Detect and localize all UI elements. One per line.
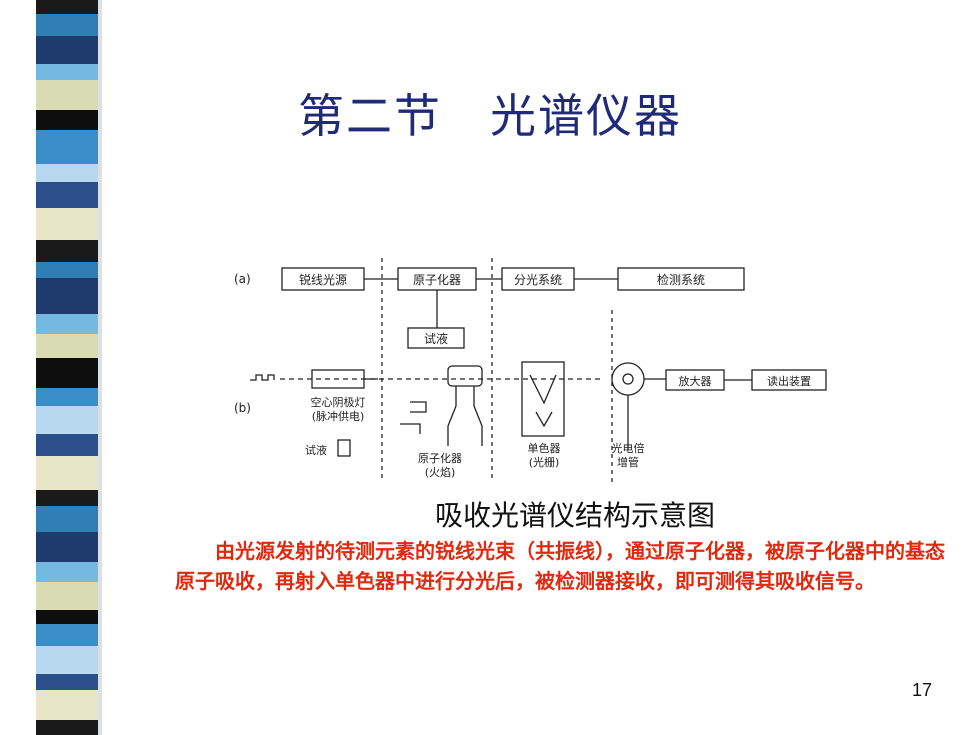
burner-head	[447, 365, 483, 387]
block-monochromator-label: 分光系统	[514, 273, 562, 287]
detector-label: 光电倍	[612, 441, 645, 455]
side-bar-strip	[36, 434, 98, 456]
side-bar-strip	[36, 562, 98, 582]
side-bar-strip	[36, 80, 98, 110]
pulse-symbol	[250, 374, 275, 381]
atomizer-label: 原子化器	[418, 451, 462, 465]
description-paragraph: 由光源发射的待测元素的锐线光束（共振线），通过原子化器，被原子化器中的基态原子吸…	[175, 539, 945, 593]
atomizer-note: (火焰)	[425, 465, 456, 479]
side-bar-strip	[36, 0, 98, 14]
readout-box	[751, 369, 827, 391]
monochromator-label: 单色器	[528, 441, 561, 455]
sample-cup	[337, 439, 351, 457]
sample-label: 试液	[305, 443, 327, 457]
grating-path	[529, 374, 557, 428]
side-bar-strip	[36, 164, 98, 182]
side-bar-strip	[36, 506, 98, 532]
side-bar-strip	[36, 36, 98, 64]
side-bar-strip	[36, 610, 98, 624]
nebulizer	[400, 401, 427, 434]
side-bar-strip	[36, 262, 98, 278]
side-bar-strip	[36, 624, 98, 646]
block-detector-label: 检测系统	[657, 272, 705, 287]
side-bar-strip	[36, 532, 98, 562]
amplifier-label: 放大器	[679, 374, 712, 388]
side-bar-strip	[36, 582, 98, 610]
block-sample-solution	[407, 327, 465, 349]
page-number: 17	[911, 680, 932, 700]
sample-solution-label: 试液	[424, 331, 448, 346]
side-bar-strip	[36, 278, 98, 314]
description-text: 由光源发射的待测元素的锐线光束（共振线），通过原子化器，被原子化器中的基态原子吸…	[175, 536, 947, 596]
side-bar-strip	[36, 334, 98, 358]
side-bar-strip	[36, 690, 98, 720]
side-bar-strip	[36, 14, 98, 36]
side-bar-strip	[36, 208, 98, 240]
absorption-spectrometer-diagram: (a) (b) 锐线光源 原子化器 分光系统 检测系统 试液 空心阴极灯 (脉冲…	[234, 258, 827, 482]
row-a-label: (a)	[234, 272, 251, 286]
side-bar-strip	[36, 674, 98, 690]
block-atomizer-label: 原子化器	[413, 273, 461, 287]
side-bar-strip	[36, 490, 98, 506]
side-bar-strip	[36, 388, 98, 406]
monochromator-box	[521, 361, 565, 437]
diagram-caption: 吸收光谱仪结构示意图	[434, 499, 715, 532]
slide-title: 第二节 光谱仪器	[298, 89, 682, 143]
side-bar-strip	[36, 456, 98, 490]
side-bar-strip	[36, 406, 98, 434]
lamp-note: (脉冲供电)	[312, 409, 365, 423]
side-bar-strip	[36, 64, 98, 80]
side-bar-strip	[36, 240, 98, 262]
side-bar-strip	[36, 130, 98, 164]
monochromator-note: (光栅)	[529, 455, 560, 469]
side-bar-strip	[36, 720, 98, 735]
side-bar-strip	[36, 110, 98, 130]
side-bar-strip	[36, 314, 98, 334]
detector-note: 增管	[617, 455, 639, 469]
row-b-label: (b)	[234, 401, 251, 415]
side-bar-strip	[36, 646, 98, 674]
block-source-label: 锐线光源	[299, 273, 347, 287]
readout-label: 读出装置	[767, 374, 811, 388]
side-bar-shadow	[98, 0, 102, 735]
side-bar-strip	[36, 358, 98, 388]
lamp-label: 空心阴极灯	[311, 395, 366, 409]
photomultiplier	[611, 362, 645, 396]
decorative-side-bar	[36, 0, 98, 735]
burner-body	[447, 386, 483, 446]
side-bar-strip	[36, 182, 98, 208]
